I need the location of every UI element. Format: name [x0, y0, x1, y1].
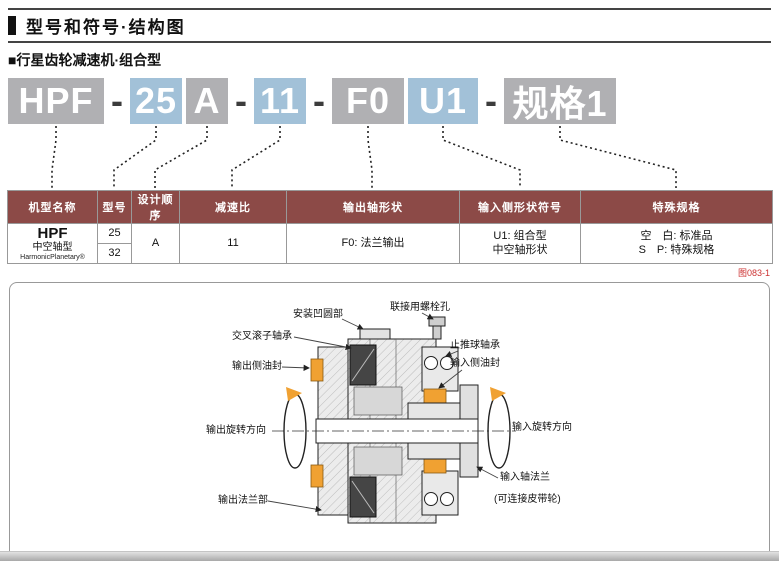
cell-size-32: 32	[97, 243, 132, 264]
leader-input-seal	[438, 369, 463, 389]
col-header-ratio: 减速比	[179, 190, 287, 224]
output-seal-shape	[310, 358, 324, 382]
roller-detail-line	[351, 480, 375, 514]
special-line2: S P: 特殊规格	[638, 243, 715, 256]
model-code: HPF - 25 A - 11 - F0 U1 - 规格1	[8, 78, 779, 124]
input-side-line2: 中空轴形状	[492, 243, 548, 256]
cell-model-name: HPF 中空轴型 HarmonicPlanetary®	[7, 223, 98, 264]
cell-design-order: A	[131, 223, 180, 264]
model-segment-series: HPF	[8, 78, 104, 124]
table-row: HPF 中空轴型 HarmonicPlanetary® 25 A 11 F0: …	[7, 223, 773, 264]
bolt-shape	[432, 325, 442, 340]
gear-section-shape	[353, 446, 403, 476]
output-rotation-arrow	[283, 387, 307, 469]
label-input-shaft-flange: 输入轴法兰	[500, 472, 550, 483]
label-input-oil-seal: 输入侧油封	[450, 358, 500, 369]
section-subtitle: ■行星齿轮减速机·组合型	[8, 52, 162, 68]
machine-cross-section	[267, 312, 516, 524]
model-separator: -	[485, 80, 497, 121]
label-input-rotation: 输入旋转方向	[512, 422, 572, 433]
model-code-connectors	[51, 126, 677, 188]
input-seal-shape	[423, 388, 447, 404]
input-seal-shape	[423, 458, 447, 474]
label-bolt-hole: 联接用螺栓孔	[390, 302, 450, 313]
connector-spec	[559, 126, 677, 188]
col-header-output: 输出轴形状	[286, 190, 460, 224]
model-separator: -	[111, 80, 123, 121]
gear-section-shape	[353, 386, 403, 416]
roller-detail-line	[351, 348, 375, 382]
col-header-size: 型号	[97, 190, 132, 224]
connector-input	[442, 126, 521, 188]
col-header-special: 特殊规格	[580, 190, 773, 224]
leader-lines	[267, 312, 499, 513]
bearing-ball-shape	[440, 492, 454, 506]
col-header-design: 设计顺序	[131, 190, 180, 224]
page-title: 型号和符号·结构图	[26, 18, 186, 37]
title-accent-bar	[8, 16, 16, 35]
model-brand: HarmonicPlanetary®	[20, 253, 85, 261]
label-pulley-note: (可连接皮带轮)	[494, 494, 561, 505]
input-rotation-arrow	[487, 387, 511, 469]
leader-output-flange	[267, 500, 322, 513]
structure-diagram: 安装凹圆部 联接用螺栓孔 交叉滚子轴承 止推球轴承 输出侧油封 输入侧油封 输出…	[9, 282, 770, 560]
model-segment-size: 25	[130, 78, 182, 124]
label-output-flange: 输出法兰部	[218, 495, 268, 506]
model-segment-spec: 规格1	[504, 78, 616, 124]
leader-output-seal	[281, 364, 310, 371]
label-cross-roller-bearing: 交叉滚子轴承	[232, 331, 292, 342]
output-seal-shape	[310, 464, 324, 488]
mounting-boss-shape	[359, 328, 391, 340]
leader-thrust-ball	[445, 350, 459, 357]
connector-design	[154, 126, 208, 188]
cell-input-side: U1: 组合型 中空轴形状	[459, 223, 581, 264]
table-header-row: 机型名称 型号 设计顺序 减速比 输出轴形状 输入侧形状符号 特殊规格	[7, 190, 773, 224]
page-title-block: 型号和符号·结构图	[8, 8, 771, 43]
cell-reduction-ratio: 11	[179, 223, 287, 264]
connector-size	[113, 126, 157, 188]
cell-output-shaft: F0: 法兰输出	[286, 223, 460, 264]
model-type: 中空轴型	[32, 241, 73, 253]
connector-series	[51, 126, 57, 188]
model-separator: -	[235, 80, 247, 121]
connector-ratio	[231, 126, 281, 188]
leader-bolt-hole	[421, 312, 434, 320]
special-line1: 空 白: 标准品	[640, 229, 713, 242]
leader-mount-recess	[341, 318, 364, 330]
model-segment-ratio: 11	[254, 78, 306, 124]
model-separator: -	[313, 80, 325, 121]
cell-size-25: 25	[97, 223, 132, 244]
leader-cross-roller	[293, 336, 352, 351]
label-thrust-ball-bearing: 止推球轴承	[450, 340, 500, 351]
leader-input-flange	[476, 466, 499, 479]
label-output-oil-seal: 输出侧油封	[232, 361, 282, 372]
connector-output	[367, 126, 373, 188]
label-output-rotation: 输出旋转方向	[206, 425, 266, 436]
bearing-ball-shape	[424, 492, 438, 506]
spec-table: 机型名称 型号 设计顺序 减速比 输出轴形状 输入侧形状符号 特殊规格 HPF …	[7, 190, 773, 264]
cell-special-spec: 空 白: 标准品 S P: 特殊规格	[580, 223, 773, 264]
model-segment-design: A	[186, 78, 228, 124]
model-segment-output: F0	[332, 78, 404, 124]
col-header-model-name: 机型名称	[7, 190, 98, 224]
model-segment-input: U1	[408, 78, 478, 124]
input-side-line1: U1: 组合型	[493, 229, 547, 242]
table-row: 32	[8, 243, 773, 264]
col-header-input: 输入侧形状符号	[459, 190, 581, 224]
bearing-ball-shape	[424, 356, 438, 370]
model-name: HPF	[37, 224, 68, 242]
figure-label: 图083-1	[737, 268, 770, 278]
label-mount-recess: 安装凹圆部	[293, 309, 343, 320]
